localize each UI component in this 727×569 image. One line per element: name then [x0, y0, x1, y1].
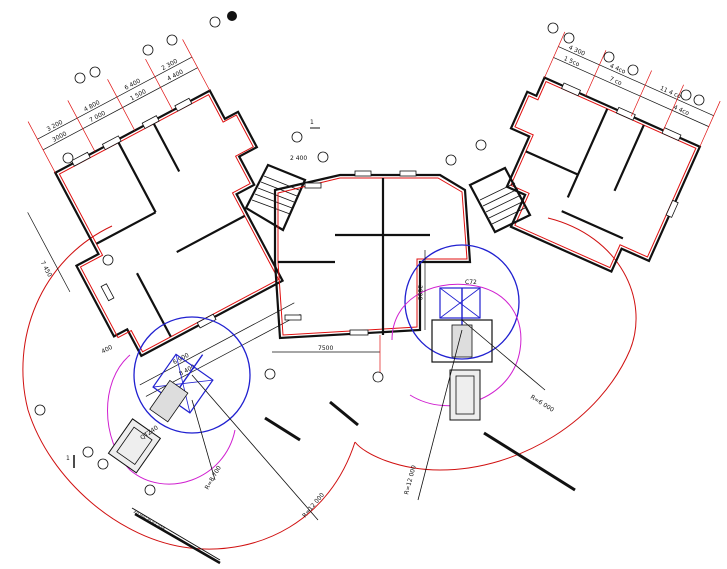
radius-left-small: R=8 700 [204, 465, 223, 491]
dim-left-mid-3: 1 500 [129, 88, 148, 102]
crane-right-label: C72 [465, 279, 477, 286]
dim-left-mid-4: 4 400 [166, 68, 185, 82]
left-stair: 2 400 [244, 155, 307, 232]
dim-center-bottom: 7500 [318, 345, 333, 352]
outer-radius-arcs [22, 217, 637, 550]
annotation-strokes [73, 127, 576, 565]
radius-right-large: R=12 000 [403, 464, 418, 495]
dim-right-mid-2: 7 co [608, 75, 623, 87]
elevation-note: ±0.000 RL=1.954 [133, 509, 167, 532]
section-mark-top: 1 [310, 119, 314, 126]
dim-left-mid-1: 3000 [51, 130, 68, 143]
dim-right-side: 3000 [416, 285, 423, 300]
dim-left-top-1: 3 200 [46, 119, 65, 133]
dim-right-top-3: 11 4 co [659, 85, 682, 101]
dim-left-lower-1: 6 900 [172, 352, 191, 366]
left-tower-crane: QTZ40 R=8 700 R=12 000 [107, 316, 326, 521]
right-stair [468, 166, 532, 234]
dim-right-top-2: 4 4co [609, 62, 627, 75]
dim-left-small-2: 400 [100, 344, 114, 356]
center-block: 7500 [272, 170, 472, 372]
dim-right-top-1: 4 300 [567, 44, 586, 57]
axis-bubbles [34, 11, 705, 496]
dim-left-top-2: 4 800 [83, 99, 102, 113]
dim-left-top-4: 2 300 [160, 58, 179, 72]
section-mark-bottom: 1 [66, 455, 70, 462]
dim-left-mid-2: 7 000 [88, 110, 107, 124]
radius-right-small: R=6 000 [529, 394, 555, 414]
dim-left-top-3: 6 400 [123, 77, 142, 91]
dim-right-mid-1: 1 5co [563, 55, 581, 68]
dim-right-mid-3: 4 4co [672, 104, 690, 117]
right-wing: 4 300 4 4co 11 4 co 1 5co 7 co 4 4co [505, 31, 721, 274]
dim-left-small-1: 2 400 [290, 155, 307, 162]
dim-left-side: 7 450 [39, 260, 53, 279]
